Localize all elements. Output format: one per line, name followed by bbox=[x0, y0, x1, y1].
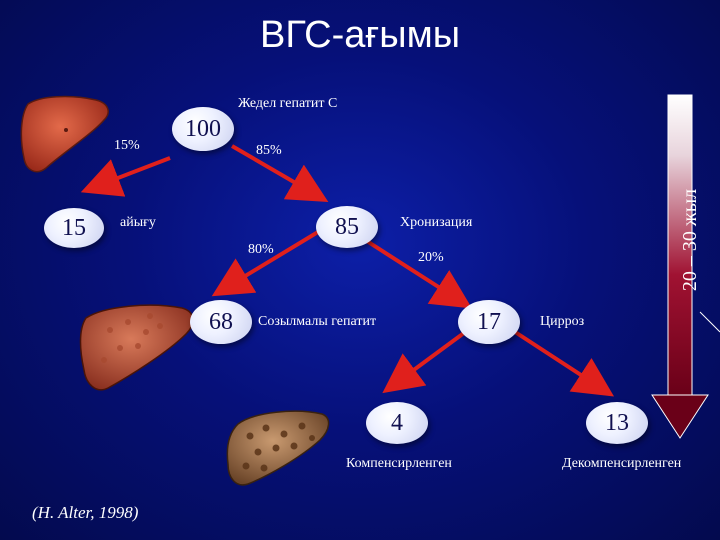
node-17: 17 bbox=[458, 300, 520, 344]
label-decompensated: Декомпенсирленген bbox=[562, 456, 682, 471]
node-15-value: 15 bbox=[62, 214, 86, 241]
node-85: 85 bbox=[316, 206, 378, 248]
arrow-100-to-85 bbox=[230, 144, 329, 203]
node-100: 100 bbox=[172, 107, 234, 151]
arrow-100-to-15 bbox=[80, 156, 171, 197]
node-85-value: 85 bbox=[335, 213, 359, 240]
label-cirrhosis: Цирроз bbox=[540, 314, 585, 329]
node-4: 4 bbox=[366, 402, 428, 444]
timeline-arrow bbox=[651, 94, 709, 439]
label-pct-85: 85% bbox=[256, 143, 282, 158]
liver-chronic-icon bbox=[79, 304, 194, 391]
liver-cirrhosis-icon bbox=[226, 410, 330, 486]
label-chronization: Хронизация bbox=[400, 215, 473, 230]
timeline-label: 20 – 30 жыл bbox=[679, 188, 701, 292]
label-recovery: айығу bbox=[120, 215, 156, 230]
citation: (H. Alter, 1998) bbox=[32, 503, 139, 522]
node-4-value: 4 bbox=[391, 409, 403, 436]
arrow-85-to-17 bbox=[360, 236, 473, 309]
arrow-17-to-13 bbox=[510, 328, 615, 397]
label-pct-15: 15% bbox=[114, 138, 140, 153]
arrow-85-to-68 bbox=[211, 230, 320, 297]
node-68-value: 68 bbox=[209, 308, 233, 335]
page-title: ВГС-ағымы bbox=[259, 14, 461, 56]
node-68: 68 bbox=[190, 300, 252, 344]
corner-line bbox=[699, 311, 720, 333]
node-100-value: 100 bbox=[185, 115, 221, 142]
node-13-value: 13 bbox=[605, 409, 629, 436]
node-13: 13 bbox=[586, 402, 648, 444]
arrow-17-to-4 bbox=[382, 328, 470, 394]
liver-healthy-icon bbox=[20, 95, 109, 173]
label-pct-20: 20% bbox=[418, 250, 444, 265]
node-17-value: 17 bbox=[477, 308, 501, 335]
node-15: 15 bbox=[44, 208, 104, 248]
label-acute: Жедел гепатит С bbox=[238, 96, 338, 111]
label-chronic-hepatitis: Созылмалы гепатит bbox=[258, 314, 377, 329]
label-compensated: Компенсирленген bbox=[346, 456, 452, 471]
label-pct-80: 80% bbox=[248, 242, 274, 257]
